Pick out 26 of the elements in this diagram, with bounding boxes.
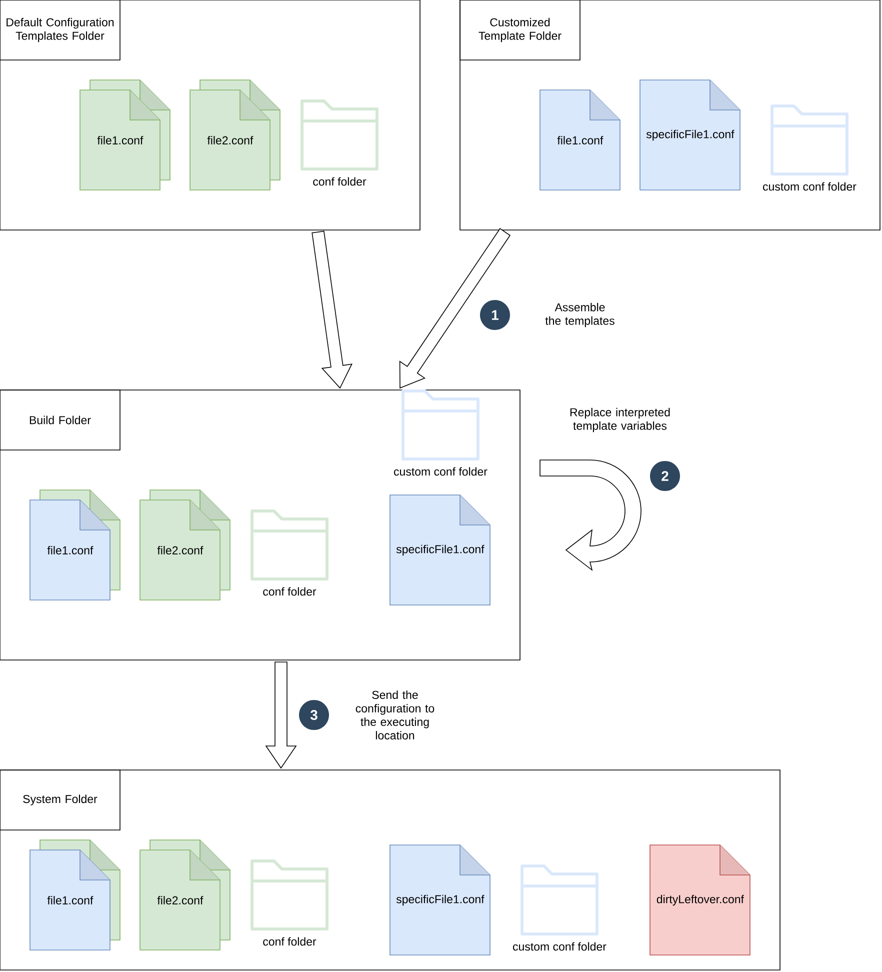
block-arrow: [312, 230, 352, 389]
step-badge: 1: [480, 300, 510, 330]
folder-icon: [520, 864, 598, 936]
step-label: Send the configuration to the executing location: [356, 690, 434, 740]
block-arrow: [265, 662, 297, 769]
file-stack: file1.conf: [30, 490, 120, 600]
step-badge: 3: [299, 700, 329, 730]
folder-label: custom conf folder: [513, 942, 606, 951]
folder-label: conf folder: [263, 587, 316, 596]
folder-label: conf folder: [313, 177, 366, 186]
file-stack: file2.conf: [140, 490, 230, 600]
file-stack: file2.conf: [190, 80, 280, 190]
folder-label: custom conf folder: [394, 467, 488, 476]
step-label: Assemble the templates: [545, 302, 614, 328]
step-badge: 2: [650, 461, 680, 491]
folder-icon: [250, 860, 328, 930]
folder-icon: [300, 100, 378, 170]
folder-icon: [770, 104, 848, 176]
file-stack: file2.conf: [140, 840, 230, 950]
file-stack: file1.conf: [80, 80, 170, 190]
folder-icon: [250, 510, 328, 580]
folder-label: conf folder: [263, 937, 316, 946]
folder-label: custom conf folder: [763, 182, 856, 191]
folder-icon: [402, 390, 480, 460]
step-label: Replace interpreted template variables: [570, 408, 670, 432]
file-stack: file1.conf: [30, 840, 120, 950]
